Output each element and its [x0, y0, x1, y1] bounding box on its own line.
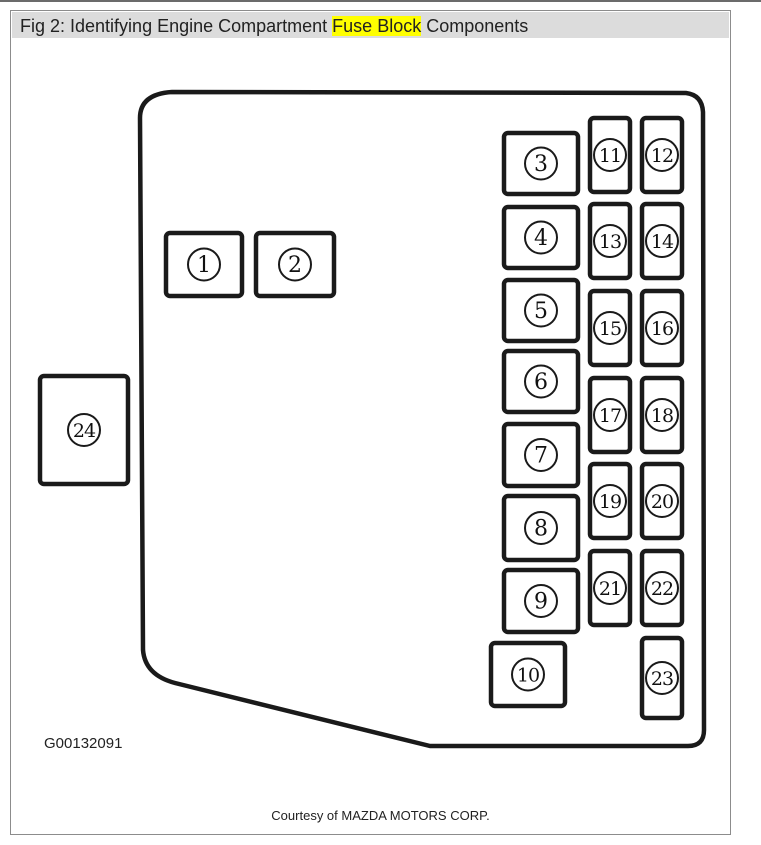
- component-number-label: 6: [534, 370, 548, 395]
- component-number-circle: [524, 364, 558, 399]
- component-24: 24: [37, 373, 131, 487]
- fuse-block-outline: [137, 89, 707, 749]
- component-3: 3: [501, 130, 581, 197]
- component-number-circle: [593, 571, 627, 605]
- component-number-circle: [187, 247, 221, 282]
- component-number-label: 18: [651, 405, 673, 427]
- component-number-label: 24: [73, 420, 96, 442]
- component-5: 5: [501, 277, 581, 344]
- component-number-circle: [645, 138, 679, 172]
- component-23: 23: [639, 635, 685, 721]
- top-border-line: [0, 0, 761, 2]
- component-number-circle: [593, 224, 627, 258]
- component-number-label: 14: [651, 231, 674, 253]
- component-2: 2: [253, 230, 337, 299]
- component-number-circle: [524, 220, 558, 255]
- component-number-label: 9: [534, 590, 548, 615]
- component-20: 20: [639, 461, 685, 541]
- component-number-label: 7: [534, 444, 548, 469]
- component-number-label: 11: [599, 145, 621, 167]
- component-number-circle: [645, 398, 679, 432]
- component-number-label: 1: [197, 253, 211, 278]
- component-number-circle: [524, 584, 558, 618]
- component-number-circle: [645, 224, 679, 258]
- component-number-label: 2: [288, 253, 302, 278]
- component-number-circle: [511, 657, 545, 692]
- component-number-circle: [524, 511, 558, 545]
- component-14: 14: [639, 201, 685, 281]
- component-12: 12: [639, 115, 685, 195]
- component-number-label: 10: [517, 665, 539, 687]
- component-number-label: 15: [599, 318, 621, 340]
- component-number-circle: [645, 571, 679, 605]
- component-number-label: 8: [534, 517, 548, 542]
- component-number-circle: [593, 484, 627, 518]
- component-number-circle: [593, 311, 627, 345]
- component-number-label: 17: [599, 405, 621, 427]
- component-number-label: 16: [651, 318, 673, 340]
- component-number-label: 12: [651, 145, 673, 167]
- component-7: 7: [501, 421, 581, 489]
- component-number-circle: [524, 293, 558, 328]
- component-1: 1: [163, 230, 245, 299]
- component-number-label: 4: [534, 226, 548, 251]
- component-number-circle: [67, 413, 101, 447]
- component-number-label: 21: [599, 578, 621, 600]
- component-number-circle: [278, 247, 312, 282]
- component-13: 13: [587, 201, 633, 281]
- component-15: 15: [587, 288, 633, 368]
- component-number-circle: [593, 398, 627, 432]
- component-number-label: 20: [651, 491, 673, 513]
- component-11: 11: [587, 115, 633, 195]
- component-number-label: 22: [651, 578, 673, 600]
- component-number-circle: [645, 311, 679, 345]
- figure-credit: Courtesy of MAZDA MOTORS CORP.: [271, 808, 490, 823]
- component-18: 18: [639, 375, 685, 455]
- component-number-circle: [645, 484, 679, 518]
- component-number-label: 19: [599, 491, 621, 513]
- component-number-circle: [593, 138, 627, 172]
- component-number-label: 13: [599, 231, 621, 253]
- component-19: 19: [587, 461, 633, 541]
- component-number-label: 5: [534, 299, 548, 324]
- figure-id-label: G00132091: [44, 735, 123, 752]
- caption-suffix: Components: [421, 16, 529, 36]
- component-16: 16: [639, 288, 685, 368]
- component-number-circle: [524, 438, 558, 472]
- component-4: 4: [501, 204, 581, 271]
- component-6: 6: [501, 348, 581, 415]
- component-9: 9: [501, 567, 581, 635]
- component-number-circle: [645, 661, 679, 695]
- caption-bar: Fig 2: Identifying Engine Compartment Fu…: [12, 12, 729, 38]
- caption-prefix: Fig 2: Identifying Engine Compartment: [20, 16, 333, 36]
- component-17: 17: [587, 375, 633, 455]
- component-8: 8: [501, 493, 581, 563]
- component-number-circle: [524, 146, 558, 181]
- component-10: 10: [488, 640, 568, 709]
- component-number-label: 23: [651, 668, 673, 690]
- component-22: 22: [639, 548, 685, 628]
- component-21: 21: [587, 548, 633, 628]
- component-number-label: 3: [534, 152, 548, 177]
- caption-highlight: Fuse Block: [332, 16, 422, 36]
- figure-caption: Fig 2: Identifying Engine Compartment Fu…: [20, 16, 528, 37]
